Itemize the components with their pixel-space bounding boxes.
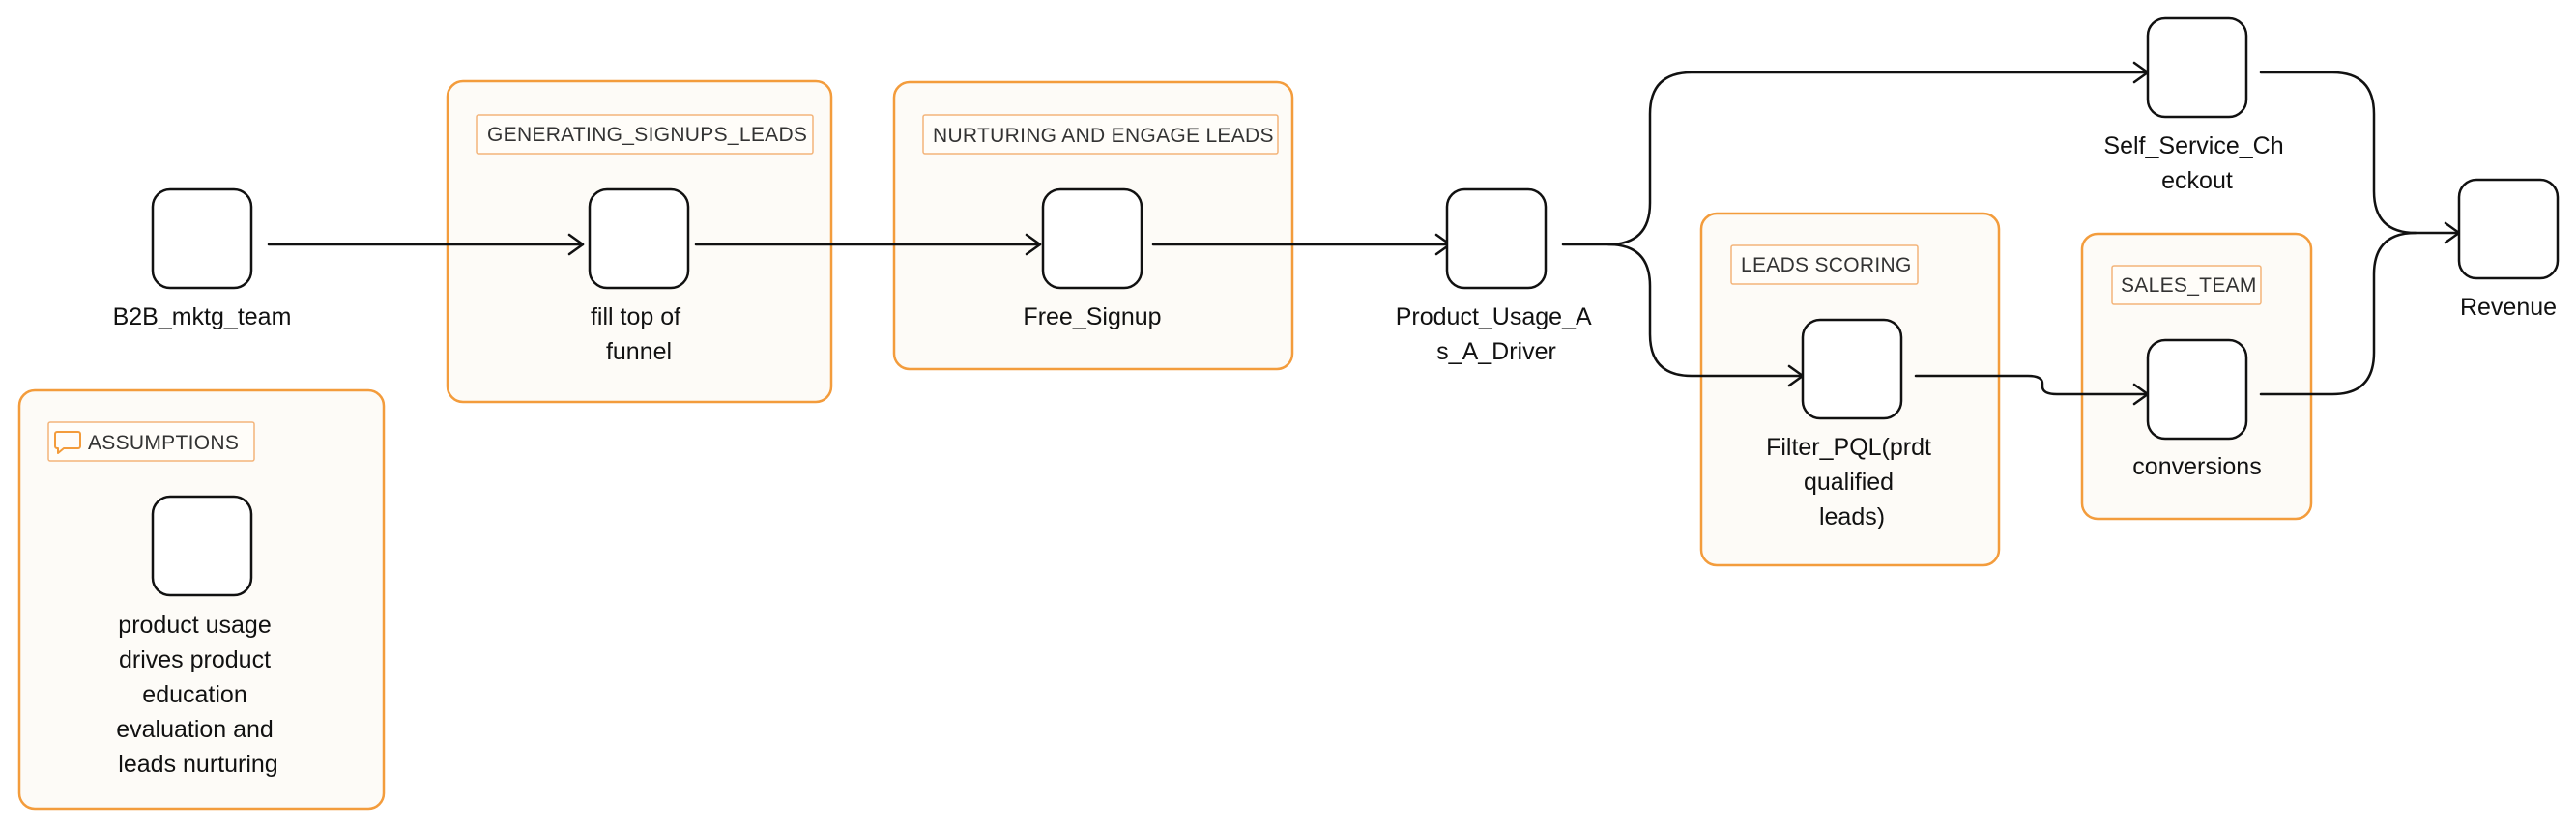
group-nurturing-title: NURTURING AND ENGAGE LEADS bbox=[933, 125, 1274, 147]
group-assumptions-title: ASSUMPTIONS bbox=[88, 432, 239, 454]
edges bbox=[267, 61, 2461, 406]
comment-icon bbox=[54, 431, 81, 454]
group-nurturing-tag bbox=[922, 114, 1279, 155]
group-leads-scoring-title: LEADS SCORING bbox=[1741, 254, 1912, 276]
group-assumptions[interactable]: ASSUMPTIONS bbox=[17, 388, 386, 811]
node-fill-top-box bbox=[588, 187, 690, 290]
edge-self-service-to-revenue[interactable] bbox=[2259, 71, 2461, 244]
edge-fill-top-to-free-signup[interactable] bbox=[694, 233, 1042, 256]
group-generating-tag bbox=[476, 114, 814, 155]
node-revenue[interactable]: Revenue bbox=[2457, 178, 2560, 321]
node-product-usage-driver[interactable]: Product_Usage_A s_A_Driver bbox=[1396, 187, 1597, 365]
node-b2b-box bbox=[151, 187, 253, 290]
node-filter-pql-label: Filter_PQL(prdt qualified leads) bbox=[1766, 434, 1938, 530]
group-sales-team-title: SALES_TEAM bbox=[2121, 274, 2257, 297]
node-revenue-label: Revenue bbox=[2460, 294, 2557, 321]
node-fill-top-of-funnel[interactable]: fill top of funnel bbox=[588, 187, 690, 365]
node-self-service-box bbox=[2146, 16, 2248, 119]
group-generating-title: GENERATING_SIGNUPS_LEADS bbox=[487, 124, 807, 146]
edge-b2b-to-fill-top[interactable] bbox=[267, 233, 585, 256]
node-self-service-checkout[interactable]: Self_Service_Ch eckout bbox=[2103, 16, 2290, 194]
group-assumptions-tag bbox=[47, 421, 255, 462]
node-assumption-box bbox=[151, 495, 253, 597]
node-b2b-label: B2B_mktg_team bbox=[113, 303, 292, 330]
node-self-service-label: Self_Service_Ch eckout bbox=[2103, 132, 2290, 194]
node-conversions[interactable]: conversions bbox=[2132, 338, 2262, 480]
node-assumption-note[interactable]: product usage drives product education e… bbox=[116, 495, 280, 778]
node-product-usage-box bbox=[1445, 187, 1548, 290]
node-free-signup-label: Free_Signup bbox=[1023, 303, 1161, 330]
node-product-usage-label: Product_Usage_A s_A_Driver bbox=[1396, 303, 1597, 365]
node-conversions-label: conversions bbox=[2132, 453, 2261, 480]
edge-conversions-to-revenue[interactable] bbox=[2259, 231, 2417, 396]
node-filter-pql-box bbox=[1801, 318, 1903, 420]
group-assumptions-frame bbox=[17, 388, 386, 811]
group-sales-team-tag bbox=[2111, 265, 2262, 305]
node-revenue-box bbox=[2457, 178, 2560, 280]
group-leads-scoring-tag bbox=[1730, 244, 1919, 285]
node-assumption-label: product usage drives product education e… bbox=[116, 612, 280, 778]
node-fill-top-label: fill top of funnel bbox=[591, 303, 687, 365]
node-filter-pql[interactable]: Filter_PQL(prdt qualified leads) bbox=[1766, 318, 1938, 530]
node-free-signup[interactable]: Free_Signup bbox=[1023, 187, 1162, 330]
node-conversions-box bbox=[2146, 338, 2248, 441]
node-free-signup-box bbox=[1041, 187, 1143, 290]
node-b2b-mktg-team[interactable]: B2B_mktg_team bbox=[113, 187, 292, 330]
